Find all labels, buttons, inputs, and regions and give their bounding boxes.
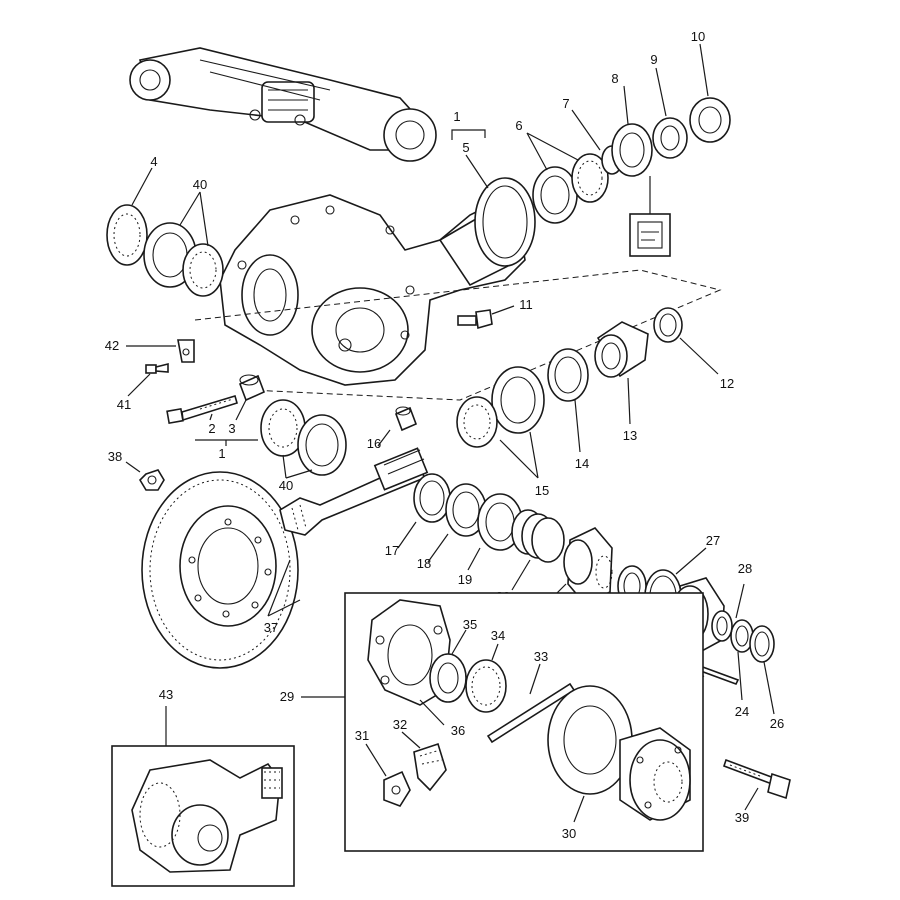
- label-35: 35: [463, 617, 477, 632]
- part-25-pin: [696, 665, 740, 685]
- dashed-assembly-outline: [194, 269, 722, 401]
- label-39: 39: [735, 810, 749, 825]
- part-38-nut: [138, 469, 165, 491]
- label-33: 33: [534, 649, 548, 664]
- part-3-sleeve: [238, 374, 266, 402]
- label-18: 18: [417, 556, 431, 571]
- label-30: 30: [562, 826, 576, 841]
- part-4-flange: [106, 204, 148, 266]
- part-40-bearing-upper: [143, 222, 224, 297]
- label-40-lower: 40: [279, 478, 293, 493]
- label-3: 3: [228, 421, 235, 436]
- label-32: 32: [393, 717, 407, 732]
- part-14-spacer: [547, 348, 589, 402]
- assembled-differential-view: [131, 759, 283, 873]
- part-31-pinion-washer: [383, 770, 411, 807]
- label-16: 16: [367, 436, 381, 451]
- label-27: 27: [706, 533, 720, 548]
- label-5: 5: [462, 140, 469, 155]
- part-26-circlip: [749, 625, 775, 663]
- label-4: 4: [150, 154, 157, 169]
- label-1-lower: 1: [218, 446, 225, 461]
- label-14: 14: [575, 456, 589, 471]
- part-20-spring: [511, 509, 565, 563]
- label-19: 19: [458, 572, 472, 587]
- label-8: 8: [611, 71, 618, 86]
- part-34-side-gear: [465, 659, 507, 713]
- label-42: 42: [105, 338, 119, 353]
- part-32-pinion-gear: [413, 742, 447, 792]
- part-15-bearing: [456, 366, 545, 448]
- label-17: 17: [385, 543, 399, 558]
- label-38: 38: [108, 449, 122, 464]
- part-8-bearing: [611, 123, 653, 177]
- part-41-screw: [145, 362, 169, 374]
- label-41: 41: [117, 397, 131, 412]
- part-24-washer: [711, 610, 733, 642]
- label-43: 43: [159, 687, 173, 702]
- label-29: 29: [280, 689, 294, 704]
- part-37-crown-wheel-pinion: [141, 447, 429, 669]
- label-13: 13: [623, 428, 637, 443]
- part-42-bracket: [177, 339, 195, 363]
- part-35-thrust-washer: [429, 653, 467, 703]
- part-39-bolt: [722, 758, 791, 800]
- part-13-sleeve: [594, 321, 649, 378]
- label-28: 28: [738, 561, 752, 576]
- label-36: 36: [451, 723, 465, 738]
- group-bracket-1: [451, 129, 486, 140]
- part-30-diff-case: [547, 685, 691, 821]
- part-10-nut: [689, 97, 731, 143]
- label-34: 34: [491, 628, 505, 643]
- label-7: 7: [562, 96, 569, 111]
- part-11-bolt: [457, 309, 493, 330]
- part-12-shim: [653, 307, 683, 343]
- reference-icon-box: [629, 176, 671, 257]
- label-37: 37: [264, 620, 278, 635]
- part-16-pin: [394, 406, 418, 432]
- part-21-sleeve: [563, 527, 613, 605]
- label-31: 31: [355, 728, 369, 743]
- differential-housing: [219, 194, 526, 386]
- label-12: 12: [720, 376, 734, 391]
- label-2: 2: [208, 421, 215, 436]
- part-17-shim: [413, 473, 451, 523]
- label-11: 11: [519, 297, 533, 312]
- part-2-bolt: [166, 394, 238, 425]
- part-9-sleeve: [652, 117, 688, 159]
- label-26: 26: [770, 716, 784, 731]
- label-15: 15: [535, 483, 549, 498]
- label-10: 10: [691, 29, 705, 44]
- label-9: 9: [650, 52, 657, 67]
- label-40-upper: 40: [193, 177, 207, 192]
- part-5-seal: [474, 177, 536, 267]
- label-24: 24: [735, 704, 749, 719]
- label-6: 6: [515, 118, 522, 133]
- part-6-bearing: [532, 153, 609, 224]
- label-1: 1: [453, 109, 460, 124]
- axle-assembly-overview: [129, 47, 437, 162]
- part-40-bearing-lower: [260, 399, 347, 476]
